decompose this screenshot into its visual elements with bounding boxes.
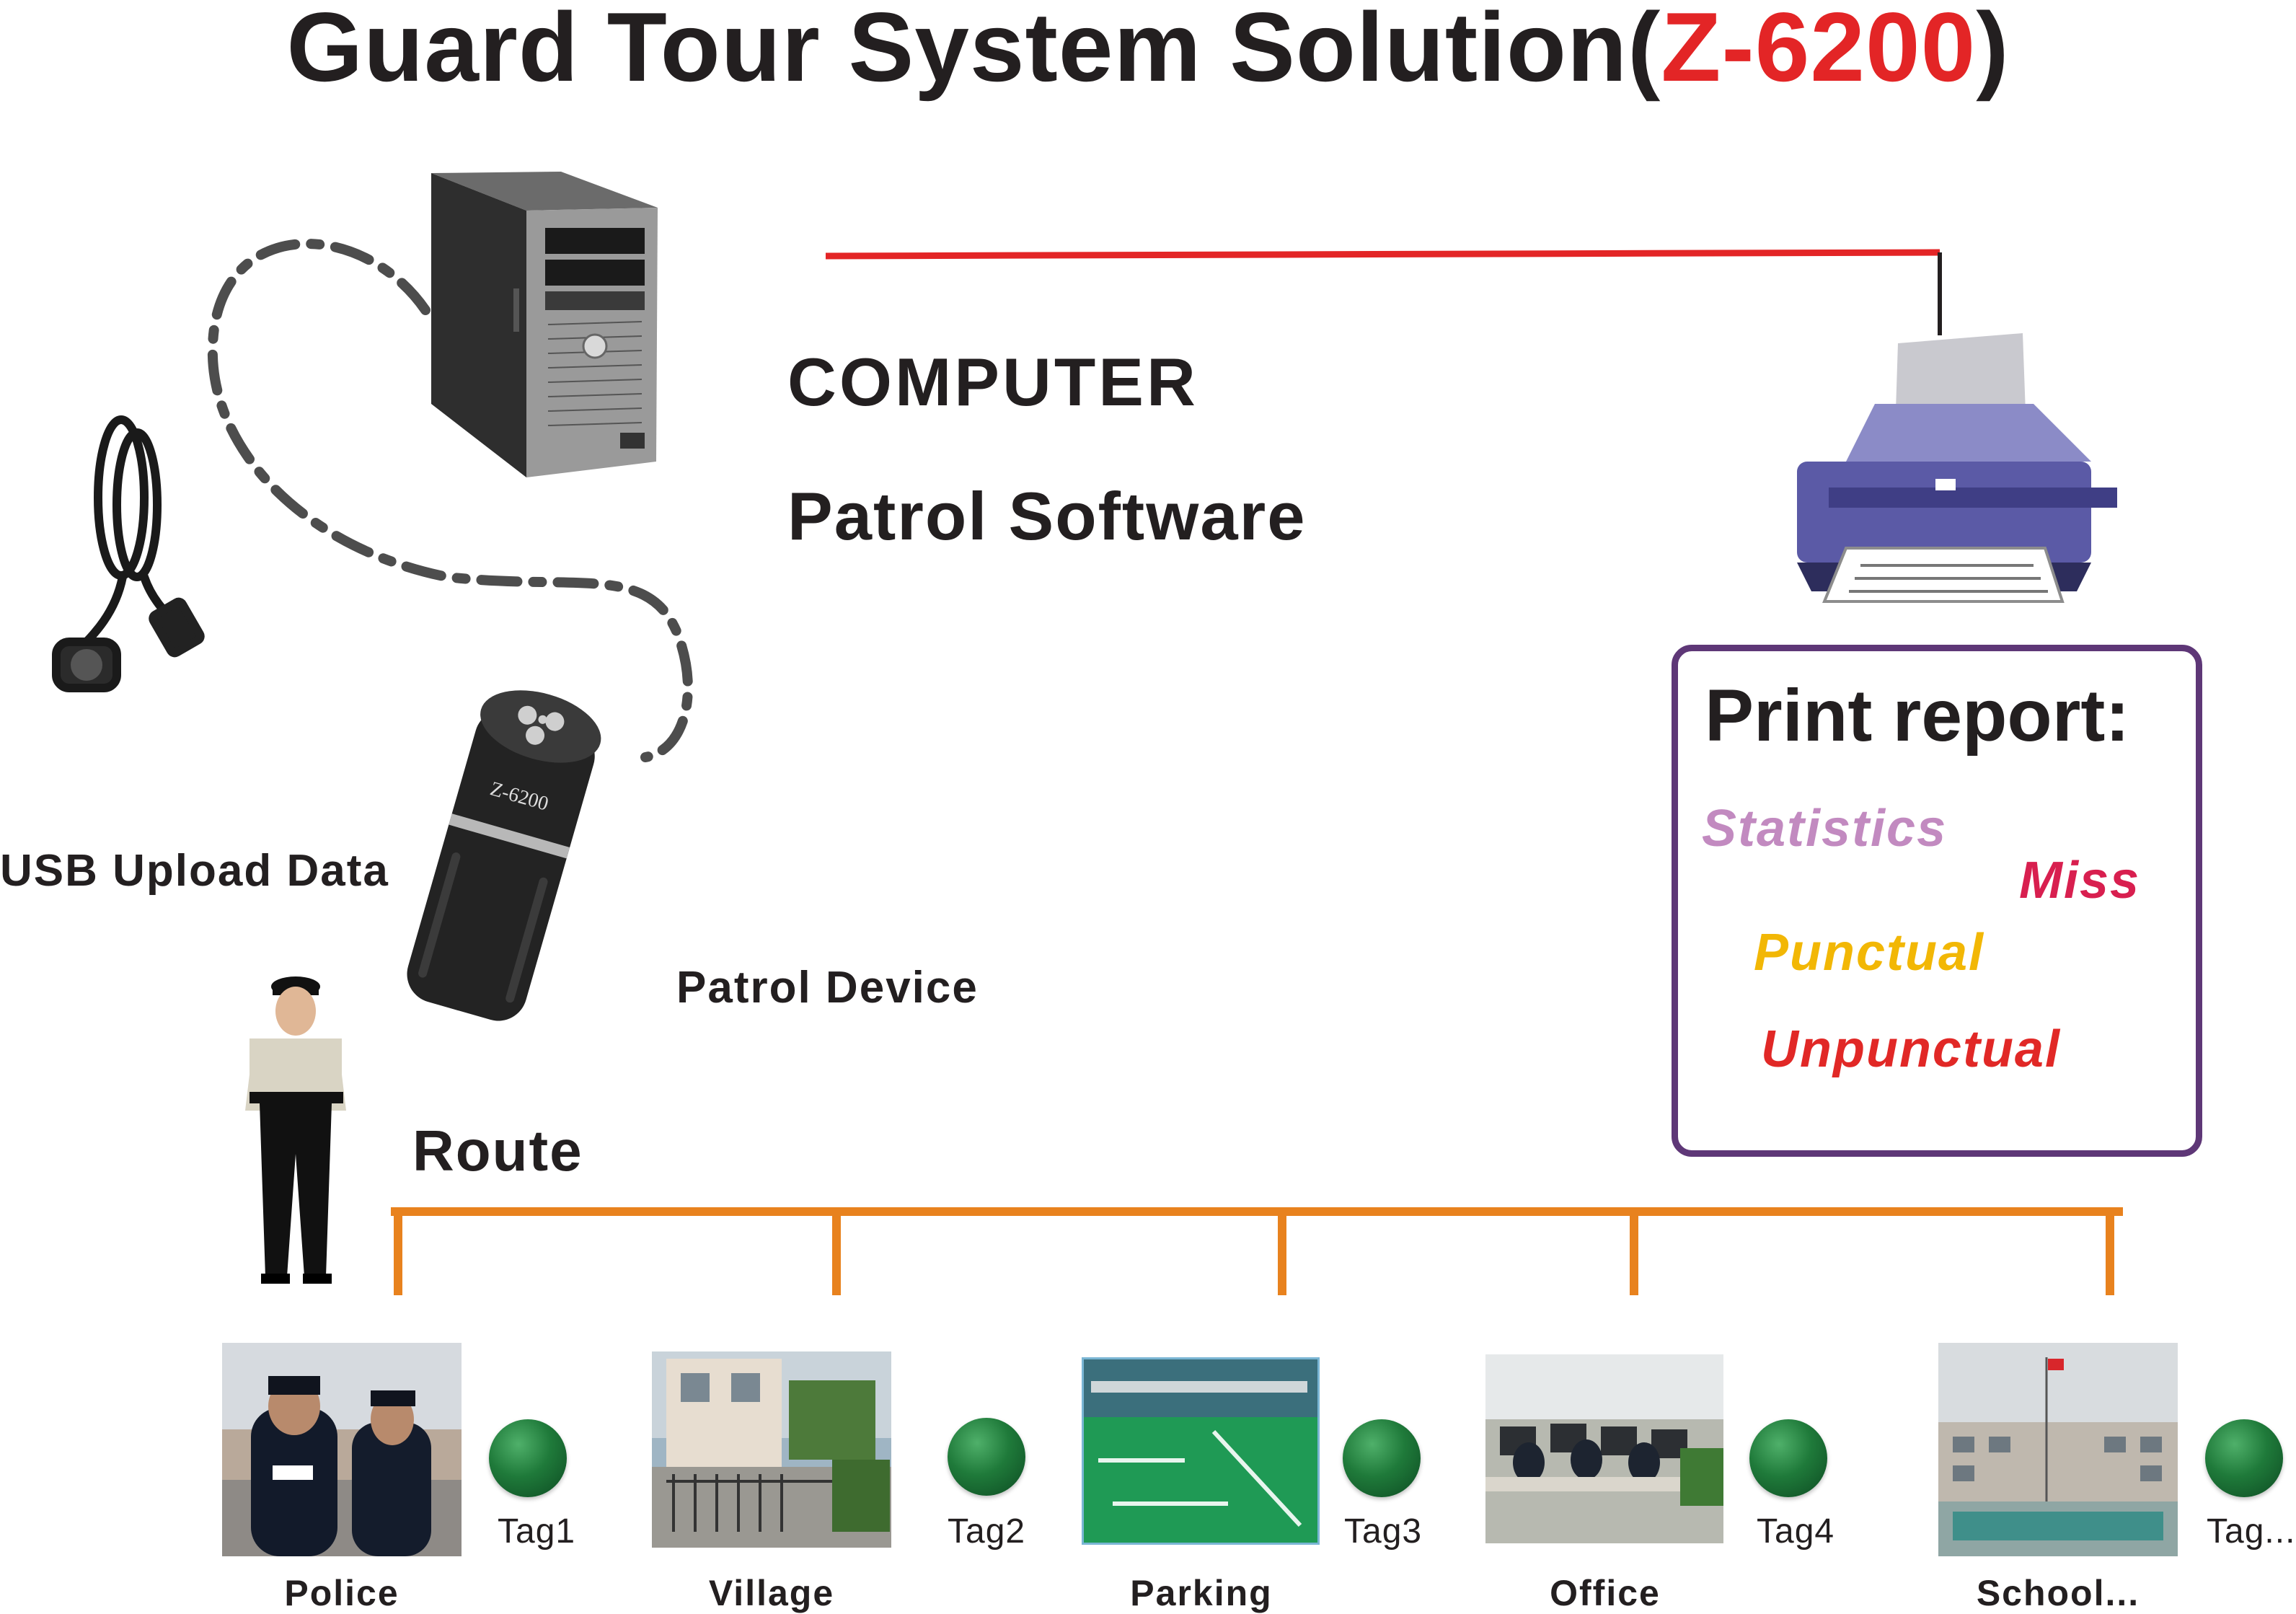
route-line	[391, 1207, 2123, 1295]
guard-figure	[245, 976, 346, 1284]
patrol-device-label: Patrol Device	[676, 963, 979, 1013]
tag-label-5: Tag...	[2207, 1512, 2296, 1551]
title-close: )	[1976, 0, 2010, 102]
usb-cable-icon	[52, 415, 205, 692]
tag-label-1: Tag1	[498, 1512, 576, 1551]
location-label-school: School...	[1976, 1573, 2140, 1613]
report-item-statistics: Statistics	[1702, 800, 1948, 857]
usb-connection-path	[207, 238, 693, 762]
report-item-punctual: Punctual	[1754, 924, 1985, 982]
nfc-tag-icon	[489, 1419, 567, 1497]
computer-printer-connection	[825, 249, 1942, 335]
tag-label-4: Tag4	[1757, 1512, 1835, 1551]
report-title: Print report:	[1705, 674, 2130, 757]
patrol-device-icon: Z-6200	[407, 690, 601, 1021]
location-photo-school	[1938, 1343, 2178, 1556]
title-main: Guard Tour System Solution(	[286, 0, 1661, 102]
nfc-tag-icon	[2205, 1419, 2283, 1497]
report-box	[1672, 645, 2202, 1157]
nfc-tag-icon	[948, 1418, 1025, 1496]
computer-tower-icon	[431, 172, 658, 477]
location-photo-village	[652, 1351, 891, 1548]
printer-icon	[1797, 333, 2117, 603]
usb-upload-label: USB Upload Data	[0, 846, 389, 896]
report-item-unpunctual: Unpunctual	[1761, 1020, 2061, 1078]
location-label-office: Office	[1550, 1573, 1661, 1613]
location-label-parking: Parking	[1130, 1573, 1273, 1613]
tag-label-3: Tag3	[1344, 1512, 1423, 1551]
patrol-software-label: Patrol Software	[787, 478, 1307, 554]
nfc-tag-icon	[1749, 1419, 1827, 1497]
computer-label: COMPUTER	[787, 344, 1198, 420]
title-model: Z-6200	[1661, 0, 1977, 102]
page-title: Guard Tour System Solution(Z-6200)	[0, 0, 2296, 108]
location-label-police: Police	[284, 1573, 399, 1613]
nfc-tag-icon	[1343, 1419, 1421, 1497]
tag-label-2: Tag2	[948, 1512, 1026, 1551]
route-label: Route	[412, 1119, 583, 1183]
location-label-village: Village	[708, 1573, 835, 1613]
location-photo-office	[1485, 1354, 1723, 1543]
report-item-miss: Miss	[2019, 852, 2141, 909]
location-photo-parking	[1082, 1357, 1320, 1545]
location-photo-police	[222, 1343, 462, 1556]
